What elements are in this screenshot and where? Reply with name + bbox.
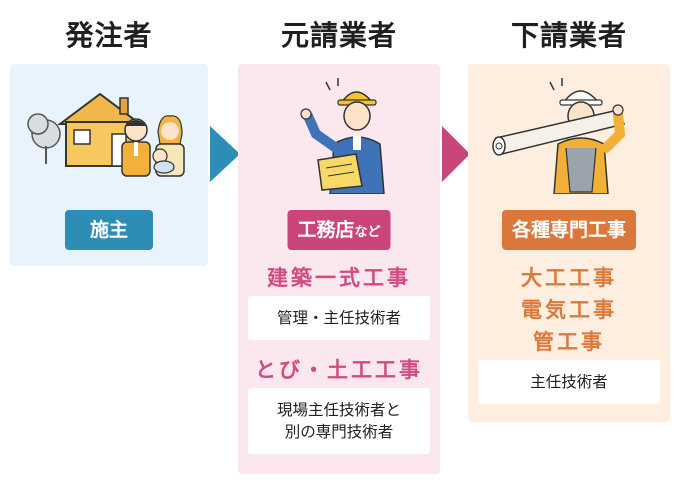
tag-builder-label: 工務店 [297,219,355,241]
manager-clipboard-illustration [300,78,385,194]
work-plumbing: 管工事 [533,330,605,354]
tag-builder: 工務店など [287,210,391,250]
work-general-construction: 建築一式工事 [267,266,411,290]
box-separate-engineer-line1: 現場主任技術者と [276,401,401,419]
house-family-illustration [27,92,185,177]
heading-orderer: 発注者 [65,19,153,52]
arrow-right-icon [210,126,240,182]
work-carpentry: 大工工事 [521,266,617,290]
work-scaffolding-earthwork: とび・土工工事 [255,358,423,382]
arrow-right-icon [442,126,470,182]
tag-owner: 施主 [65,210,153,250]
column-subcontractor: 各種専門工事 大工工事 電気工事 管工事 主任技術者 [468,64,670,422]
box-separate-engineer: 現場主任技術者と 別の専門技術者 [248,388,430,454]
tag-specialty-works: 各種専門工事 [501,210,637,250]
box-separate-engineer-line2: 別の専門技術者 [284,423,394,441]
heading-prime-contractor: 元請業者 [280,19,397,52]
column-orderer: 施主 [10,64,208,266]
column-prime-contractor: 工務店など 建築一式工事 管理・主任技術者 とび・土工工事 現場主任技術者と 別… [238,64,440,474]
box-chief-engineer: 管理・主任技術者 [248,296,430,340]
tag-builder-suffix: など [354,225,381,240]
work-electrical: 電気工事 [521,298,617,322]
box-chief-engineer-sub: 主任技術者 [478,360,660,404]
worker-lumber-illustration [492,78,626,194]
heading-subcontractor: 下請業者 [510,19,627,52]
